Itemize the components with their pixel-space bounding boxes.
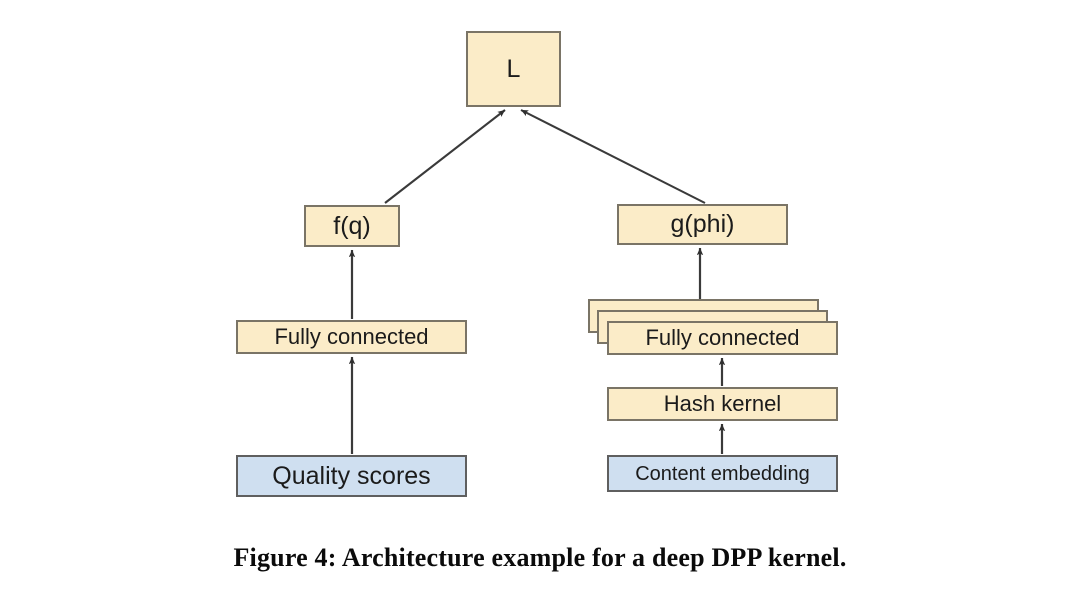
node-fully-connected-right-front[interactable]: Fully connected <box>607 321 838 355</box>
node-quality-scores[interactable]: Quality scores <box>236 455 467 497</box>
node-content-embedding[interactable]: Content embedding <box>607 455 838 492</box>
node-loss-l[interactable]: L <box>466 31 561 107</box>
node-fully-connected-left[interactable]: Fully connected <box>236 320 467 354</box>
node-hash-kernel[interactable]: Hash kernel <box>607 387 838 421</box>
figure-caption: Figure 4: Architecture example for a dee… <box>233 543 847 572</box>
node-g-phi[interactable]: g(phi) <box>617 204 788 245</box>
node-f-q[interactable]: f(q) <box>304 205 400 247</box>
